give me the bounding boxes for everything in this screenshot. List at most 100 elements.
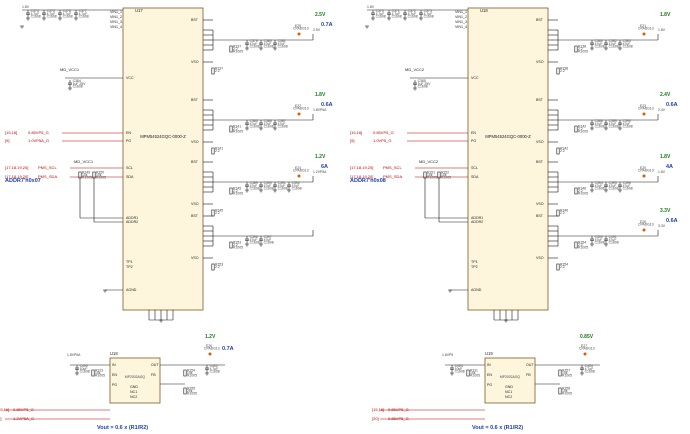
ldo-in-net: 1.8VP5A — [67, 353, 81, 357]
vin-pin-label: VIN1_3 — [110, 20, 122, 24]
ground-symbol — [245, 127, 249, 131]
ic-part-number: MPM54524GQC-0000-Z — [140, 134, 186, 139]
cap-ref: C391 — [278, 181, 286, 185]
ground-symbol — [245, 47, 249, 51]
cap-package: C1608 — [392, 15, 402, 19]
pad-value: CPADG13 — [579, 347, 595, 351]
output-current: 6A — [321, 164, 328, 170]
res-package: R1005 — [562, 392, 572, 396]
cap-value: 47uF — [623, 122, 631, 126]
ground-symbol — [618, 47, 622, 51]
pin-en: EN — [126, 131, 131, 135]
res-ref: R251 — [427, 171, 435, 175]
res-value: 10k — [95, 371, 101, 375]
ground-symbol — [68, 87, 72, 91]
cap-package: C1608 — [210, 370, 220, 374]
net-ref: [17,18,19,20] — [350, 165, 373, 170]
pin-bst: BST — [536, 98, 544, 102]
cap-value: 47uF — [623, 42, 631, 46]
ldo-pin-left: IN — [487, 363, 491, 367]
output-current: 0.6A — [321, 102, 333, 108]
output-voltage: 2.4V — [660, 92, 671, 98]
resistor — [574, 125, 578, 133]
cap-value: 47uF — [278, 184, 286, 188]
pin-bst: BST — [536, 160, 544, 164]
pad-value: CPADG13 — [638, 223, 654, 227]
res-value: 10k — [562, 389, 568, 393]
ground-symbol — [259, 127, 263, 131]
pin-sda: SDA — [126, 175, 134, 179]
cap-package: C1608 — [80, 370, 90, 374]
res-ref: R238 — [578, 45, 586, 49]
pad-symbol — [642, 174, 646, 178]
cap-value: 47uF — [278, 42, 286, 46]
ground-symbol — [604, 47, 608, 51]
top-rail-label: 1.8V — [367, 5, 375, 9]
ldo-pin-right: FB — [151, 373, 156, 377]
net-ref: [17,18,19,20] — [5, 165, 28, 170]
res-ref: R254 — [560, 263, 568, 267]
ground-symbol — [450, 372, 454, 376]
res-value: 10k — [427, 173, 433, 177]
ldo-ref: U18 — [110, 351, 118, 356]
cap-package: C1608 — [250, 241, 260, 245]
cap-package: C1608 — [609, 241, 619, 245]
cap-ref: C394 — [595, 181, 603, 185]
res-ref: R258 — [562, 387, 570, 391]
vcc-net-label: MD_VCC1 — [60, 67, 80, 72]
res-value: 10k — [187, 371, 193, 375]
ldo-en-ref: [15,16] — [0, 407, 9, 412]
top-rail-label: 1.8V — [22, 5, 30, 9]
res-package: R1005 — [233, 130, 243, 134]
pin-bst: BST — [191, 160, 199, 164]
pin-addr1: ADDR1 — [126, 216, 138, 220]
res-ref: R242 — [578, 125, 586, 129]
resistor — [556, 209, 560, 217]
ldo-pin-left: EN — [487, 373, 492, 377]
cap-value: 4.7uF — [63, 12, 72, 16]
res-ref: R242 — [560, 147, 568, 151]
pin-vso: VSO — [191, 202, 199, 206]
cap-package: C1608 — [623, 125, 633, 129]
ldo-ref: U19 — [485, 351, 493, 356]
pin-vcc: VCC — [126, 76, 134, 80]
cap-ref: C384 — [73, 79, 81, 83]
cap-package: C1608 — [79, 15, 89, 19]
ground-symbol — [371, 17, 375, 21]
pin-pg: PG — [126, 139, 131, 143]
cap-ref: C370 — [376, 9, 384, 13]
cap-package: C1608 — [376, 15, 386, 19]
cap-package: C1608 — [623, 45, 633, 49]
resistor — [574, 45, 578, 53]
ground-symbol — [273, 127, 277, 131]
net-en: 0.85VP5_G — [373, 130, 394, 135]
pin-vso: VSO — [536, 140, 544, 144]
cap-ref: C390 — [264, 181, 272, 185]
res-package: R1005 — [441, 176, 451, 180]
res-ref: R246 — [560, 209, 568, 213]
pin-vso: VSO — [536, 202, 544, 206]
cap-ref: C377 — [79, 9, 87, 13]
ic-ref: U17 — [135, 8, 143, 13]
res-ref: R237 — [215, 67, 223, 71]
output-voltage: 3.3V — [660, 208, 671, 214]
ground-symbol — [273, 189, 277, 193]
cap-package: C1608 — [595, 241, 605, 245]
cap-value: 47uF — [278, 122, 286, 126]
pad-ref: E26 — [640, 220, 646, 224]
address-label: ADDR7'h0x07 — [5, 178, 41, 184]
cap-ref: C372 — [408, 9, 416, 13]
ground-symbol — [365, 25, 369, 29]
cap-value: 4.7uF — [210, 367, 219, 371]
resistor — [574, 187, 578, 195]
ldo-pg-net: 0.85VP5_G — [388, 416, 409, 421]
ground-symbol — [504, 319, 508, 323]
ground-symbol — [245, 243, 249, 247]
resistor — [556, 147, 560, 155]
cap-package: C1608 — [609, 187, 619, 191]
cap-package: C1608 — [31, 15, 41, 19]
res-package: R1005 — [82, 176, 92, 180]
cap-value: 1uF 25V — [73, 82, 87, 86]
res-value: 10k — [562, 371, 568, 375]
cap-value: 47uF — [609, 122, 617, 126]
